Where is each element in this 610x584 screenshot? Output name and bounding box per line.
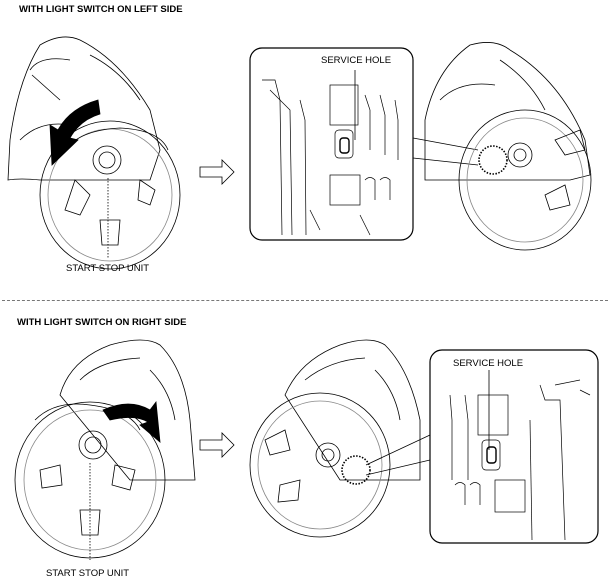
detail-box-1	[249, 47, 414, 241]
dotted-circle-1	[478, 145, 508, 175]
detail-structure-1	[262, 79, 399, 236]
detail-box-2	[429, 349, 599, 544]
zoom-line-1b	[412, 157, 479, 166]
step-arrow-2	[199, 432, 235, 458]
zoom-line-2b	[365, 459, 431, 476]
steering-wheel-2	[458, 109, 592, 251]
dashboard-left-2	[59, 339, 196, 481]
dotted-circle-2	[341, 455, 371, 485]
section-divider	[2, 300, 608, 301]
dashboard-right-2	[284, 339, 421, 481]
start-stop-unit-label-1: START STOP UNIT	[66, 263, 150, 274]
rotation-arrow-ccw-1	[49, 99, 101, 166]
steering-wheel-4	[249, 392, 391, 538]
rotation-arrow-cw-2	[102, 400, 161, 443]
zoom-line-2a	[365, 434, 431, 466]
service-hole-label-1: SERVICE HOLE	[321, 55, 392, 66]
section-heading-left: WITH LIGHT SWITCH ON LEFT SIDE	[19, 4, 183, 15]
service-hole-label-2: SERVICE HOLE	[453, 358, 524, 369]
dashboard-right-1	[424, 42, 591, 181]
step-arrow-1	[199, 159, 235, 185]
start-stop-unit-label-2: START STOP UNIT	[46, 568, 130, 579]
section-heading-right: WITH LIGHT SWITCH ON RIGHT SIDE	[17, 317, 187, 328]
detail-structure-2	[449, 379, 591, 541]
zoom-line-1a	[412, 137, 479, 151]
